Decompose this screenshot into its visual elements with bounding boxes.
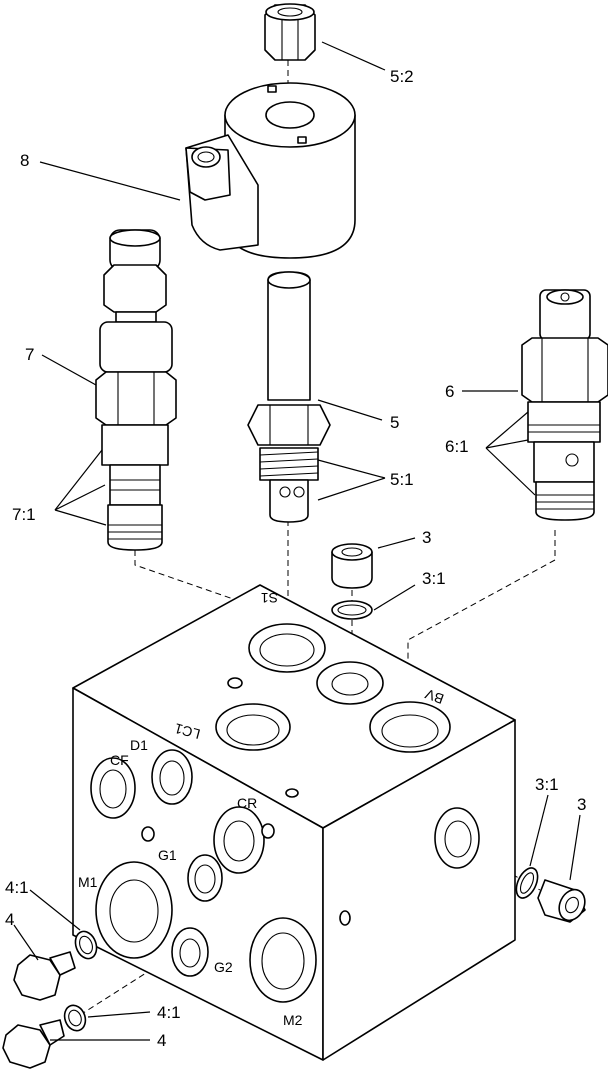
port-label-m2: M2 bbox=[283, 1012, 303, 1028]
block-right-face bbox=[322, 719, 516, 1061]
callout-3-1-top: 3:1 bbox=[422, 569, 446, 588]
callout-8: 8 bbox=[20, 151, 29, 170]
plug-4-lower bbox=[2, 1019, 65, 1069]
port-m1-inner bbox=[109, 879, 159, 943]
port-bv-inner bbox=[381, 714, 439, 748]
seal-ring-3-1-top bbox=[331, 600, 373, 620]
port-bv-outer bbox=[369, 701, 451, 753]
callout-4-lower: 4 bbox=[157, 1031, 166, 1050]
plug-3-right bbox=[537, 879, 586, 923]
callout-labels: 5:2 8 7 5 6 6:1 5:1 7:1 3 3:1 3:1 3 4:1 … bbox=[5, 67, 586, 1050]
port-m1-outer bbox=[95, 861, 173, 959]
port-cf-inner bbox=[99, 769, 127, 809]
port-label-cr: CR bbox=[237, 795, 257, 811]
port-d1-inner bbox=[159, 760, 185, 796]
port-label-lc1: LC1 bbox=[173, 720, 202, 742]
front-small-hole-1 bbox=[141, 826, 155, 842]
callout-7-1: 7:1 bbox=[12, 505, 36, 524]
port-g1-outer bbox=[187, 854, 223, 902]
port-s1-outer bbox=[248, 623, 326, 673]
nut-5-2 bbox=[264, 3, 316, 61]
port-label-m1: M1 bbox=[78, 874, 98, 890]
leader-lines bbox=[13, 41, 581, 1041]
port-s1-inner bbox=[259, 633, 315, 667]
plug-4-upper bbox=[13, 951, 76, 1001]
callout-4-1-lower: 4:1 bbox=[157, 1003, 181, 1022]
seal-ring-4-1-lower bbox=[63, 1004, 87, 1032]
port-m2-outer bbox=[249, 917, 317, 1003]
coil-8 bbox=[185, 82, 356, 259]
front-small-hole-3 bbox=[285, 788, 299, 798]
front-small-hole-2 bbox=[261, 823, 275, 839]
port-label-d1: D1 bbox=[130, 737, 148, 753]
callout-3-1-right: 3:1 bbox=[535, 775, 559, 794]
cartridge-7 bbox=[95, 229, 177, 551]
callout-6: 6 bbox=[445, 382, 454, 401]
port-right-inner bbox=[444, 820, 472, 858]
port-cf-outer bbox=[90, 757, 136, 819]
port-3-inner bbox=[331, 672, 369, 696]
port-3-outer bbox=[316, 661, 384, 705]
port-lc1-inner bbox=[226, 714, 280, 746]
callout-3-right: 3 bbox=[577, 795, 586, 814]
port-g2-inner bbox=[179, 938, 201, 968]
callout-5: 5 bbox=[390, 413, 399, 432]
assembly-line-6 bbox=[407, 530, 556, 745]
assembly-line-4-lower bbox=[79, 944, 191, 1016]
assembly-line-7 bbox=[134, 550, 266, 611]
callout-5-2: 5:2 bbox=[390, 67, 414, 86]
port-label-bv: BV bbox=[422, 686, 446, 708]
seal-ring-3-1-right bbox=[515, 867, 539, 899]
callout-3-top: 3 bbox=[422, 528, 431, 547]
port-g1-inner bbox=[194, 864, 216, 894]
plug-3-top bbox=[331, 543, 373, 589]
port-right-outer bbox=[434, 807, 480, 869]
callout-4-1-upper: 4:1 bbox=[5, 878, 29, 897]
right-small-hole bbox=[339, 910, 351, 926]
port-g2-outer bbox=[171, 927, 209, 977]
port-lc1-outer bbox=[215, 703, 291, 751]
seal-ring-4-1-upper bbox=[74, 930, 98, 960]
callout-4-upper: 4 bbox=[5, 910, 14, 929]
port-label-cf: CF bbox=[110, 752, 129, 768]
callout-5-1: 5:1 bbox=[390, 470, 414, 489]
port-label-g2: G2 bbox=[214, 959, 233, 975]
callout-7: 7 bbox=[25, 345, 34, 364]
port-d1-outer bbox=[151, 749, 193, 805]
port-cr-inner bbox=[223, 820, 255, 862]
valve-block: S1 LC1 BV D1 CF CR G1 M1 G2 M2 bbox=[72, 584, 516, 1061]
port-cr-outer bbox=[213, 806, 265, 874]
port-label-s1: S1 bbox=[261, 590, 278, 606]
callout-6-1: 6:1 bbox=[445, 437, 469, 456]
stem-5 bbox=[247, 271, 331, 523]
port-m2-inner bbox=[261, 932, 305, 990]
top-small-hole bbox=[227, 677, 243, 689]
cartridge-6 bbox=[521, 289, 608, 521]
port-label-g1: G1 bbox=[158, 847, 177, 863]
